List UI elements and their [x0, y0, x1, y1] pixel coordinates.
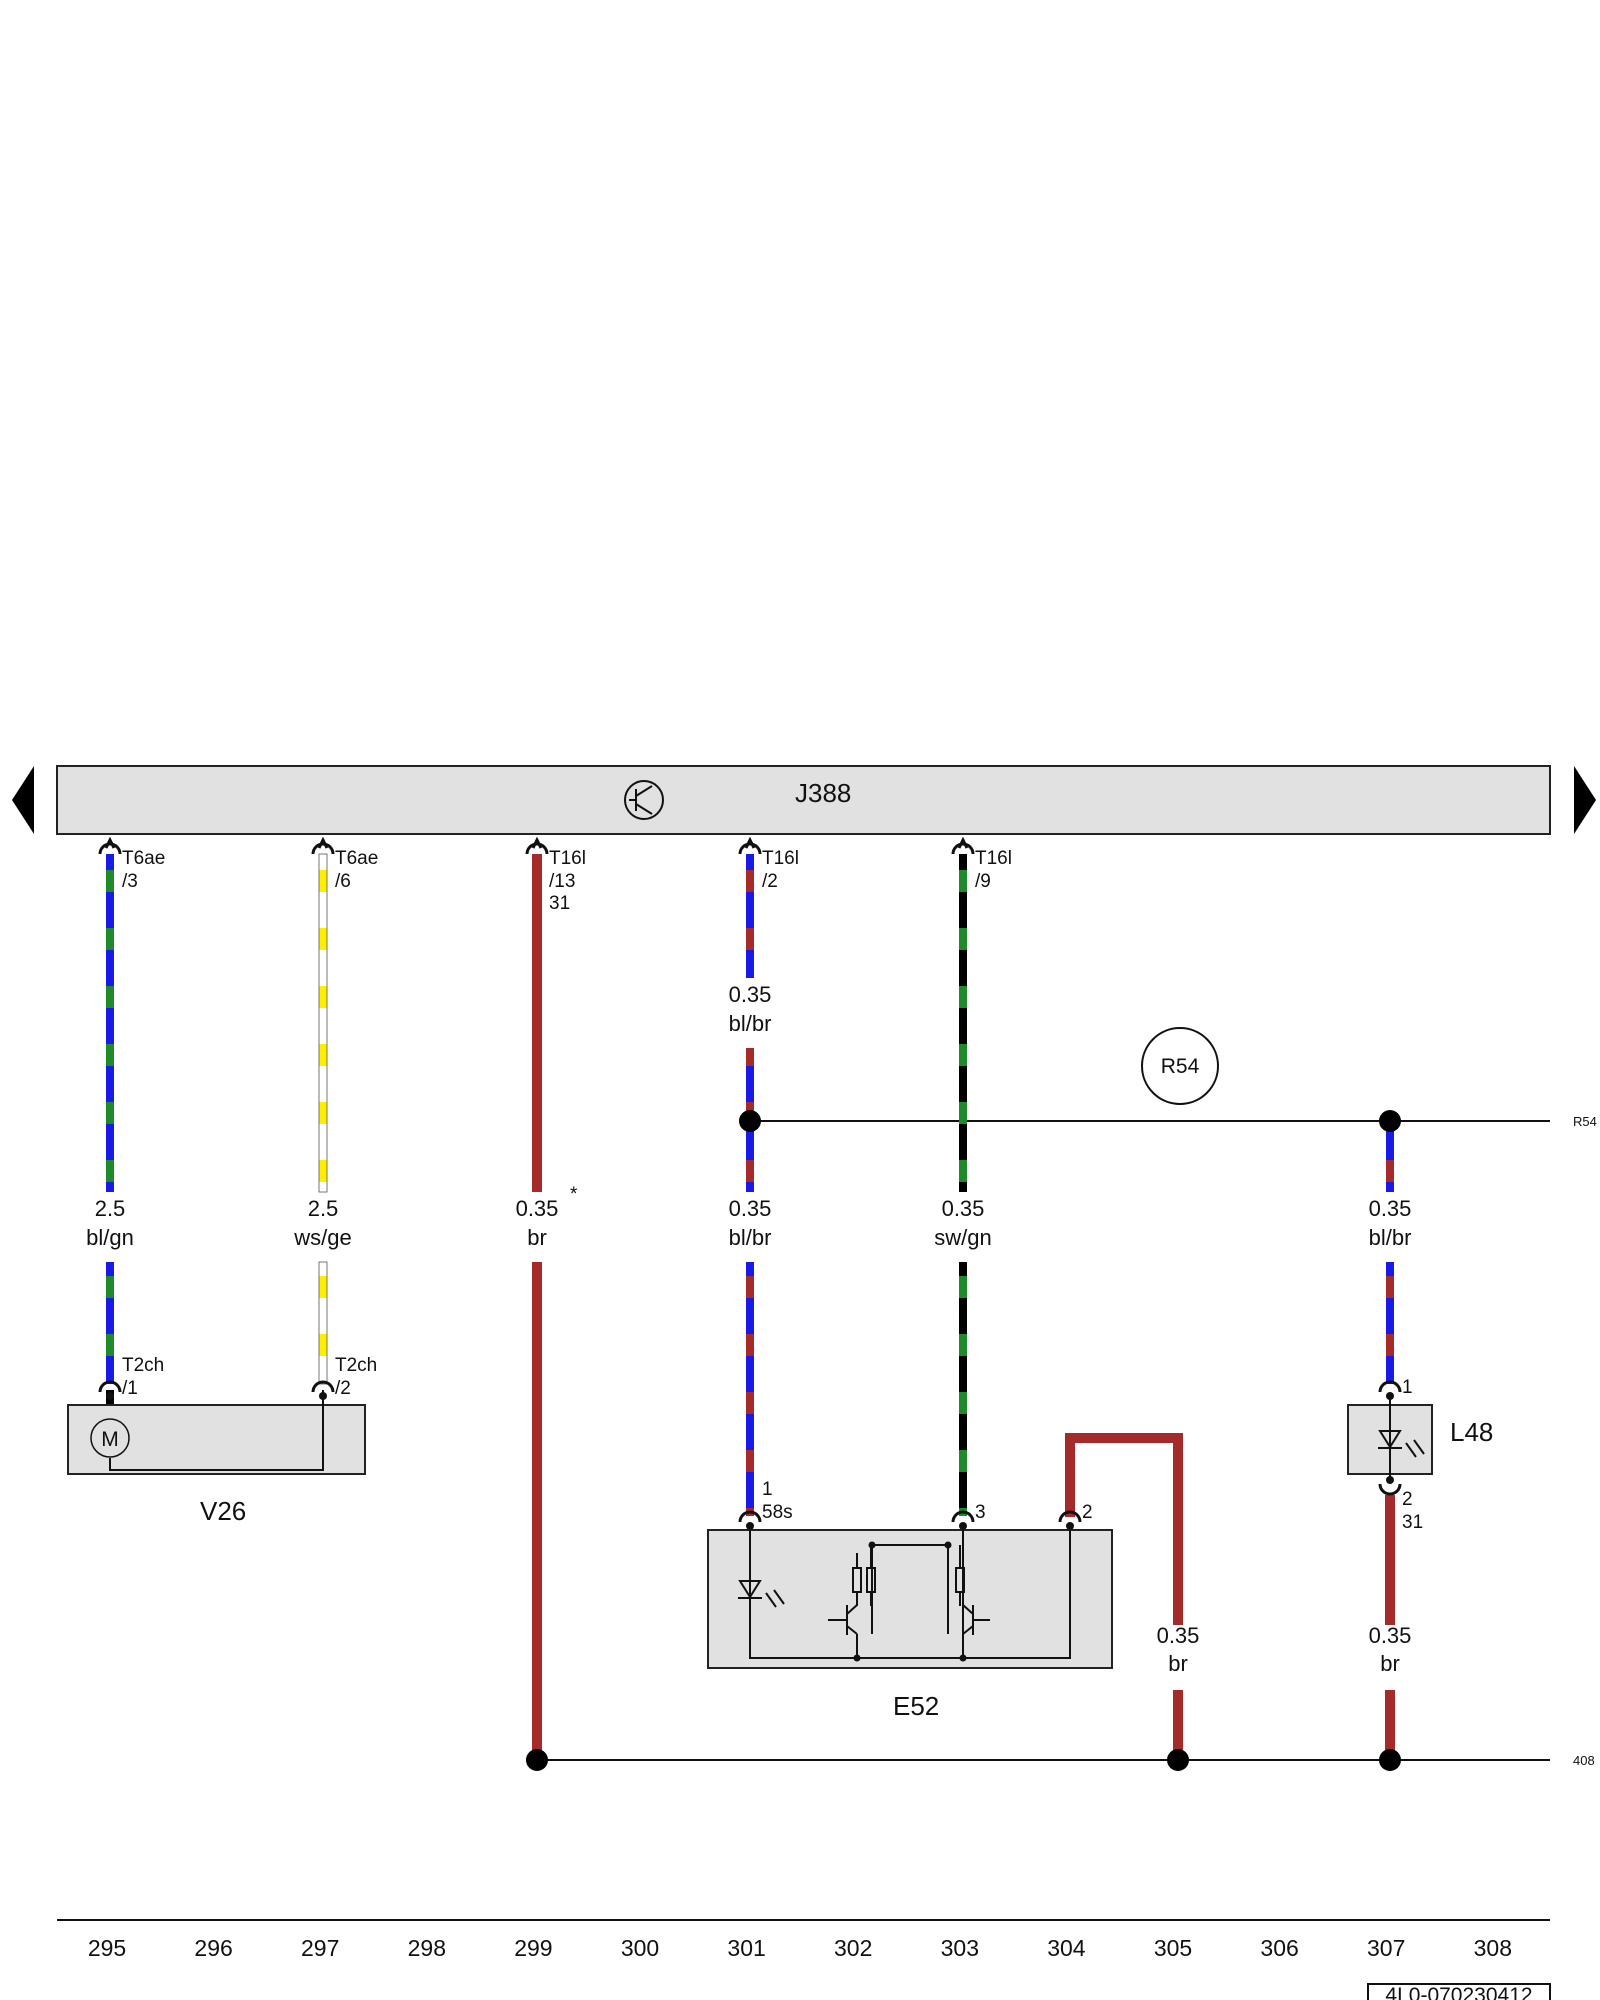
wire-305-loop — [1065, 1433, 1183, 1760]
wire-color-label: bl/gn — [86, 1225, 134, 1250]
transistor-switch-icon — [828, 1604, 990, 1635]
led-symbol-icon — [1378, 1430, 1425, 1458]
led-symbol-icon — [738, 1580, 785, 1608]
wire-color-label: br — [1168, 1651, 1188, 1676]
component-v26: M — [67, 1390, 366, 1475]
footnote-mark: * — [570, 1184, 578, 1205]
column-number: 297 — [301, 1935, 339, 1961]
edge-reference-label: R54 — [1573, 1114, 1597, 1129]
document-code: 4L0-070230412 — [1385, 1984, 1532, 2000]
connector-label: T6ae — [122, 848, 165, 869]
wire-color-label: sw/gn — [934, 1225, 991, 1250]
control-unit-j388: J388 — [56, 765, 1551, 835]
column-number: 299 — [514, 1935, 552, 1961]
column-number: 308 — [1474, 1935, 1512, 1961]
wire-color-label: br — [527, 1225, 547, 1250]
wire-size-label: 0.35 — [1157, 1623, 1200, 1648]
junction-dot — [1379, 1749, 1401, 1771]
wire-303 — [959, 854, 967, 1516]
connector-label: T16l — [975, 848, 1012, 869]
column-number: 300 — [621, 1935, 659, 1961]
wire-color-label: bl/br — [729, 1225, 772, 1250]
previous-page-arrow-icon[interactable] — [12, 766, 34, 834]
column-number: 298 — [408, 1935, 446, 1961]
column-number: 305 — [1154, 1935, 1192, 1961]
reference-label: R54 — [1161, 1055, 1200, 1078]
next-page-arrow-icon[interactable] — [1574, 766, 1596, 834]
pin-label: 3 — [975, 1502, 986, 1523]
connector-label: T6ae — [335, 848, 378, 869]
wire-301 — [746, 854, 754, 1516]
resistor-symbol-icon — [852, 1545, 965, 1606]
pin-label: 1 — [1402, 1377, 1413, 1398]
component-label-l48: L48 — [1450, 1417, 1493, 1447]
connector-label: T16l — [549, 848, 586, 869]
wire-size-label: 2.5 — [95, 1196, 126, 1221]
wire-size-label: 0.35 — [729, 1196, 772, 1221]
connector-pin-label: /13 — [549, 871, 575, 892]
pin-label: 2 — [1402, 1489, 1413, 1510]
column-number: 304 — [1047, 1935, 1086, 1961]
connector-pin-label: /1 — [122, 1378, 138, 1399]
control-unit-label: J388 — [795, 778, 851, 808]
connector-symbol-icon — [98, 1380, 1402, 1523]
column-number: 301 — [727, 1935, 765, 1961]
terminal-label: 31 — [549, 893, 570, 914]
wire-size-label: 0.35 — [1369, 1196, 1412, 1221]
connector-symbol-icon — [98, 836, 975, 855]
junction-dot — [739, 1110, 761, 1132]
connector-pin-label: /2 — [762, 871, 778, 892]
column-number: 307 — [1367, 1935, 1405, 1961]
junction-dot — [1167, 1749, 1189, 1771]
transistor-symbol-icon — [624, 780, 664, 820]
pin-label: 2 — [1082, 1502, 1093, 1523]
column-numbers: 295 296 297 298 299 300 301 302 303 304 305 306 307 3… — [88, 1935, 1512, 1961]
junction-dot — [1379, 1110, 1401, 1132]
connector-pin-label: /3 — [122, 871, 138, 892]
edge-reference-label: 408 — [1573, 1753, 1595, 1768]
column-number: 302 — [834, 1935, 872, 1961]
column-number: 296 — [194, 1935, 232, 1961]
document-code-box — [1367, 1983, 1551, 2000]
wire-size-label: 0.35 — [729, 982, 772, 1007]
wire-307 — [1385, 1121, 1395, 1760]
connector-pin-label: /9 — [975, 871, 991, 892]
pin-label: 1 — [762, 1479, 773, 1500]
wire-color-label: br — [1380, 1651, 1400, 1676]
column-number: 303 — [941, 1935, 979, 1961]
wire-color-label: ws/ge — [293, 1225, 351, 1250]
terminal-label: 58s — [762, 1502, 793, 1523]
wire-size-label: 0.35 — [942, 1196, 985, 1221]
wire-color-label: bl/br — [729, 1011, 772, 1036]
connector-label: T2ch — [122, 1355, 164, 1376]
wire-299 — [532, 854, 542, 1760]
connector-pin-label: /2 — [335, 1378, 351, 1399]
connector-pin-label: /6 — [335, 871, 351, 892]
motor-icon — [90, 1418, 130, 1458]
wire-size-label: 0.35 — [516, 1196, 559, 1221]
connector-label: T2ch — [335, 1355, 377, 1376]
wire-295 — [106, 854, 114, 1466]
component-e52 — [707, 1526, 1113, 1669]
wire-size-label: 0.35 — [1369, 1623, 1412, 1648]
terminal-label: 31 — [1402, 1512, 1423, 1533]
junction-dot — [526, 1749, 548, 1771]
reference-circle-r54 — [1141, 1027, 1219, 1105]
column-number: 295 — [88, 1935, 126, 1961]
connector-label: T16l — [762, 848, 799, 869]
column-number: 306 — [1260, 1935, 1298, 1961]
motor-symbol: M — [101, 1428, 119, 1451]
wire-size-label: 2.5 — [308, 1196, 339, 1221]
component-label-v26: V26 — [200, 1496, 246, 1526]
wire-color-label: bl/br — [1369, 1225, 1412, 1250]
component-label-e52: E52 — [893, 1691, 939, 1721]
component-l48 — [1347, 1396, 1433, 1480]
wire-297 — [318, 853, 328, 1470]
